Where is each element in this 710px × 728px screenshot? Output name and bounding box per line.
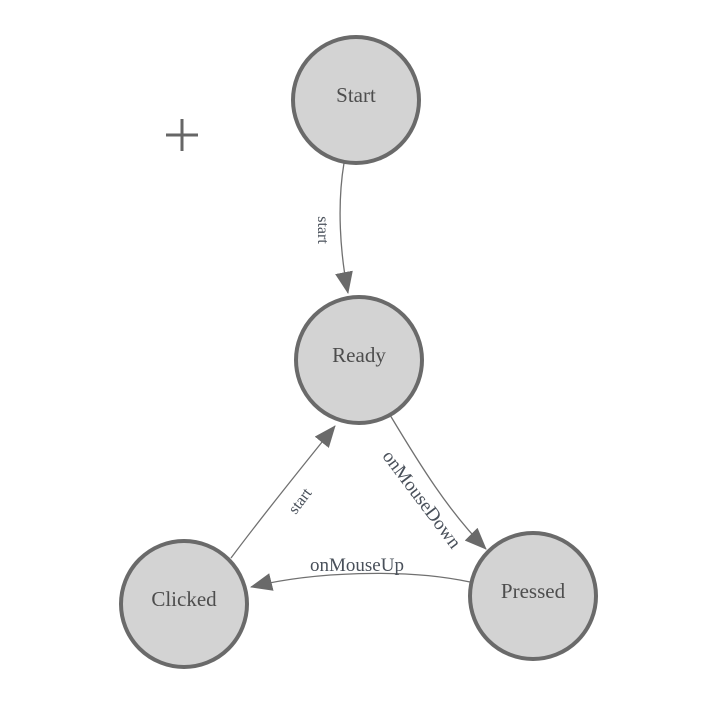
state-circle[interactable] [294, 295, 424, 425]
state-circle[interactable] [291, 35, 421, 165]
state-label: Ready [332, 343, 386, 367]
edge-clicked-to-ready[interactable]: start [230, 425, 336, 559]
add-state-button[interactable] [166, 119, 198, 151]
state-label: Pressed [501, 579, 566, 603]
edge-ready-to-pressed[interactable]: onMouseDown [378, 414, 487, 554]
transition-label: start [314, 216, 331, 244]
state-circle[interactable] [468, 531, 598, 661]
edge-pressed-to-clicked[interactable]: onMouseUp [250, 555, 471, 591]
transition-arrow[interactable] [250, 572, 471, 591]
transition-label: onMouseDown [378, 447, 466, 554]
transition-arrow[interactable] [389, 414, 487, 550]
edge-start-to-ready[interactable]: start [314, 162, 353, 294]
state-node-start[interactable]: Start [291, 35, 421, 165]
transition-arrow[interactable] [335, 162, 353, 294]
state-circle[interactable] [119, 539, 249, 669]
state-label: Clicked [151, 587, 217, 611]
transition-label: start [285, 485, 315, 518]
state-node-clicked[interactable]: Clicked [119, 539, 249, 669]
state-label: Start [336, 83, 376, 107]
transition-arrow[interactable] [230, 425, 336, 559]
transition-label: onMouseUp [310, 555, 404, 576]
state-node-pressed[interactable]: Pressed [468, 531, 598, 661]
state-node-ready[interactable]: Ready [294, 295, 424, 425]
